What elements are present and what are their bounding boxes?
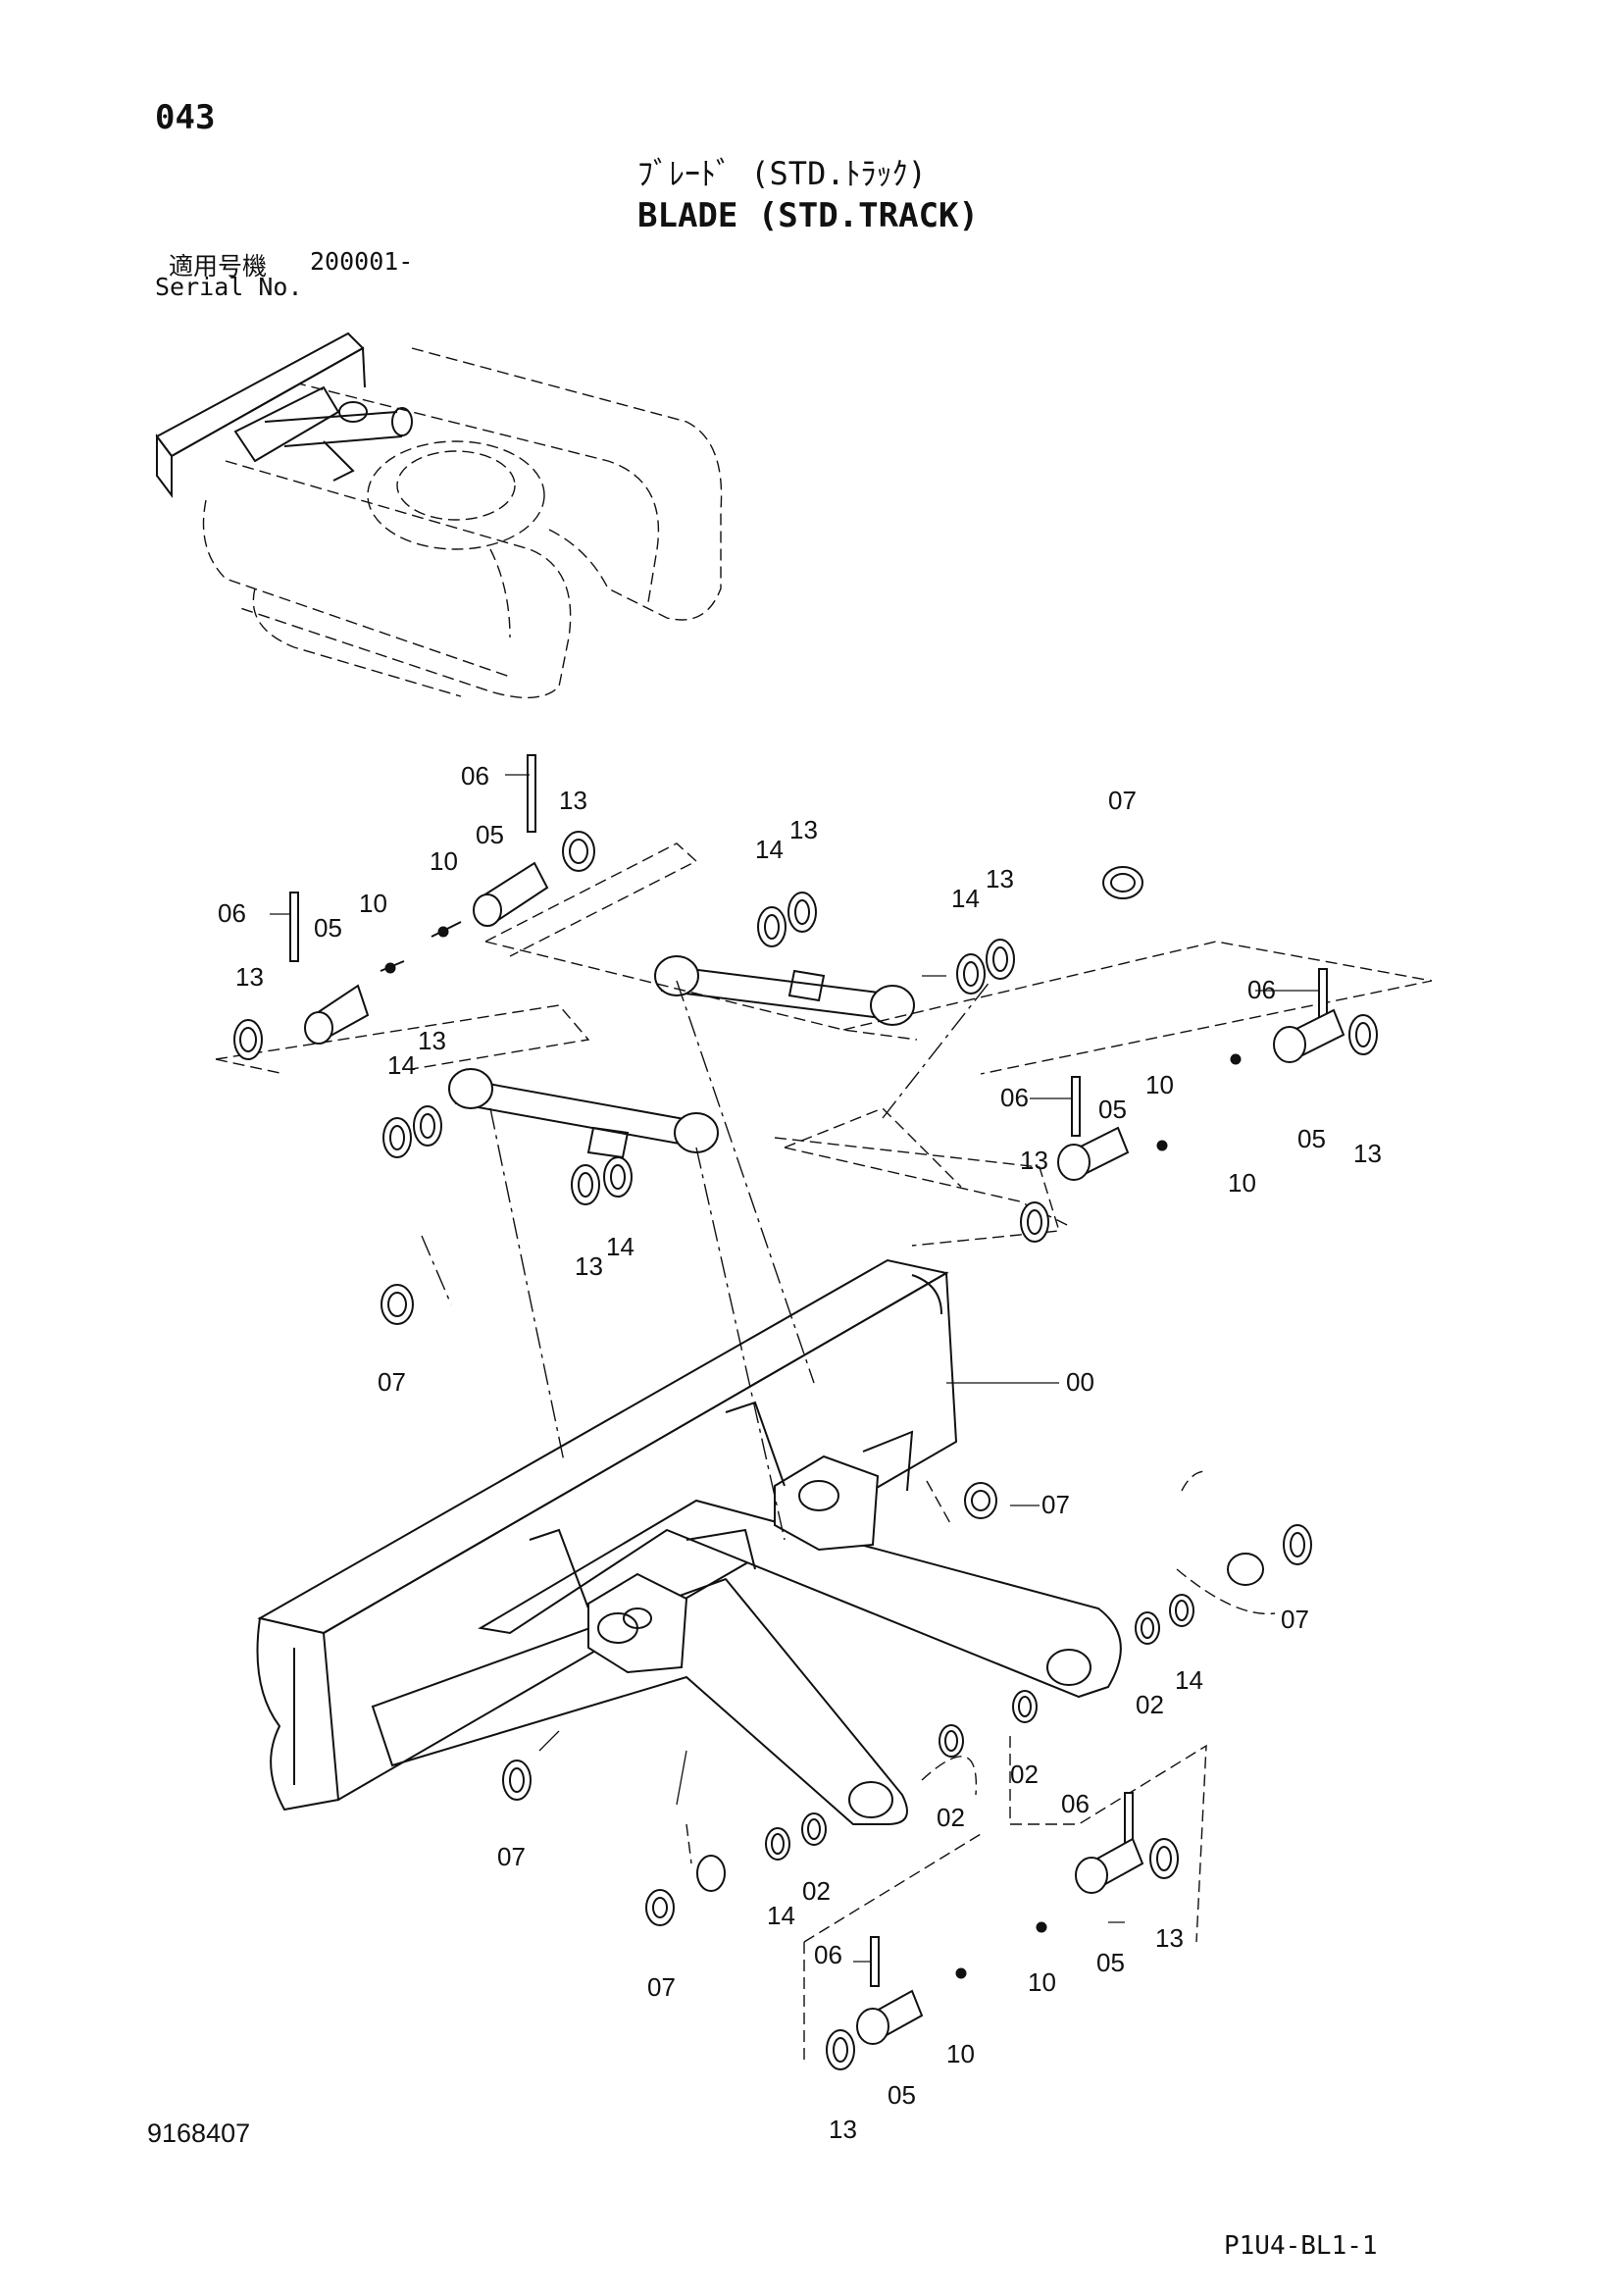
blade-assembly (256, 1258, 1122, 1825)
callout-07: 07 (1281, 1605, 1309, 1634)
callout-07: 07 (647, 1972, 676, 2002)
title-japanese: ﾌﾞﾚｰﾄﾞ (STD.ﾄﾗｯｸ) (637, 155, 927, 192)
callout-06: 06 (814, 1940, 842, 1969)
callout-02: 02 (802, 1876, 831, 1906)
title-english: BLADE (STD.TRACK) (637, 196, 979, 235)
callout-10: 10 (1145, 1070, 1174, 1099)
callout-13: 13 (1353, 1139, 1382, 1168)
callout-06: 06 (1247, 975, 1276, 1004)
callout-07: 07 (1041, 1490, 1070, 1519)
callout-13: 13 (986, 864, 1014, 893)
callout-13: 13 (235, 962, 264, 992)
callout-05: 05 (888, 2080, 916, 2110)
callout-07: 07 (497, 1842, 526, 1871)
callout-05: 05 (314, 913, 342, 943)
part-callouts: 06 13 05 10 06 05 10 13 14 13 14 13 14 1… (218, 761, 1382, 2144)
drawing-number: 9168407 (147, 2118, 251, 2148)
callout-05: 05 (476, 820, 504, 849)
callout-10: 10 (946, 2039, 975, 2068)
callout-14: 14 (1175, 1665, 1203, 1695)
assembly-guide-lines (215, 842, 1433, 2060)
callout-14: 14 (755, 835, 784, 864)
callout-02: 02 (1010, 1760, 1039, 1789)
callout-10: 10 (430, 846, 458, 876)
callout-10: 10 (359, 889, 387, 918)
callout-14: 14 (951, 884, 980, 913)
callout-02: 02 (1136, 1690, 1164, 1719)
callout-13: 13 (829, 2115, 857, 2144)
callout-13: 13 (559, 786, 587, 815)
callout-14: 14 (606, 1232, 634, 1261)
callout-13: 13 (1020, 1146, 1048, 1175)
page-number: 043 (155, 98, 216, 137)
callout-05: 05 (1098, 1095, 1127, 1124)
callout-07: 07 (1108, 786, 1137, 815)
callout-13: 13 (575, 1251, 603, 1281)
callout-07: 07 (378, 1367, 406, 1397)
callout-14: 14 (387, 1050, 416, 1080)
callout-05: 05 (1297, 1124, 1326, 1153)
callout-02: 02 (937, 1803, 965, 1832)
serial-label-japanese: 適用号機 (169, 252, 268, 281)
callout-10: 10 (1228, 1168, 1256, 1198)
serial-label-english: Serial No. (155, 273, 303, 301)
callout-06: 06 (1061, 1789, 1090, 1818)
page-code: P1U4-BL1-1 (1224, 2231, 1378, 2261)
callout-13: 13 (789, 815, 818, 844)
callout-00: 00 (1066, 1367, 1094, 1397)
callout-14: 14 (767, 1901, 795, 1930)
callout-10: 10 (1028, 1967, 1056, 1997)
serial-value: 200001- (310, 247, 414, 276)
blade-cylinders (448, 955, 915, 1159)
callout-05: 05 (1096, 1948, 1125, 1977)
callout-06: 06 (218, 898, 246, 928)
machine-overview-sketch (155, 332, 723, 699)
callout-13: 13 (1155, 1923, 1184, 1953)
leader-lines (270, 774, 1319, 1963)
callout-06: 06 (1000, 1083, 1029, 1112)
hardware-parts (233, 754, 1378, 2070)
callout-13: 13 (418, 1026, 446, 1055)
callout-06: 06 (461, 761, 489, 791)
